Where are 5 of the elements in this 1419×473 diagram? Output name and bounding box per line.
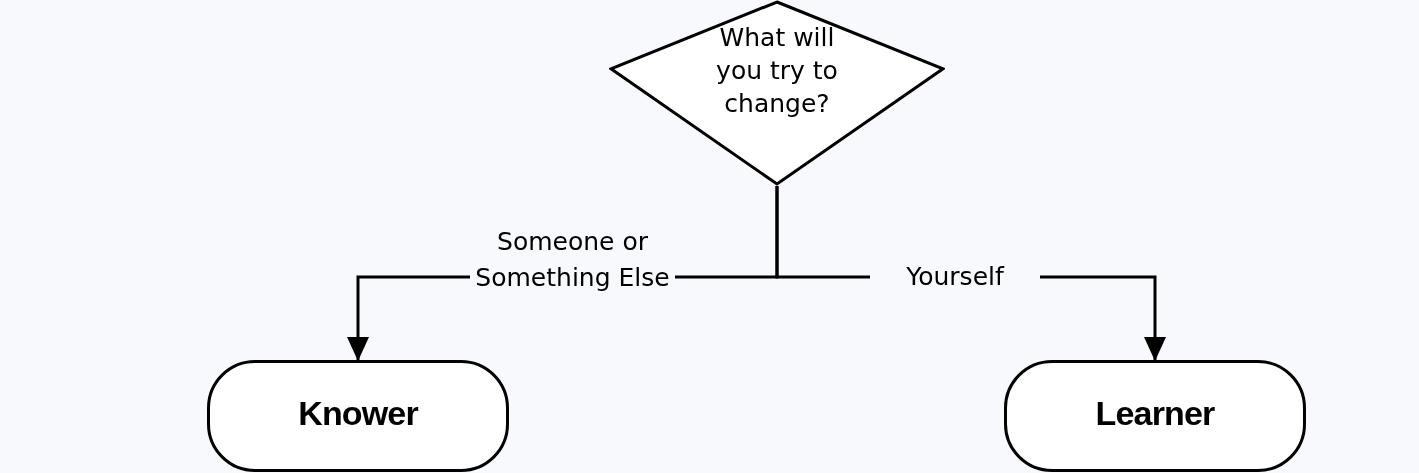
box-label: Learner (1095, 393, 1215, 433)
terminal-box (207, 360, 509, 472)
terminal-box (1004, 360, 1306, 472)
box-label: Knower (298, 393, 418, 433)
question-text: What will you try to change? (715, 21, 839, 120)
